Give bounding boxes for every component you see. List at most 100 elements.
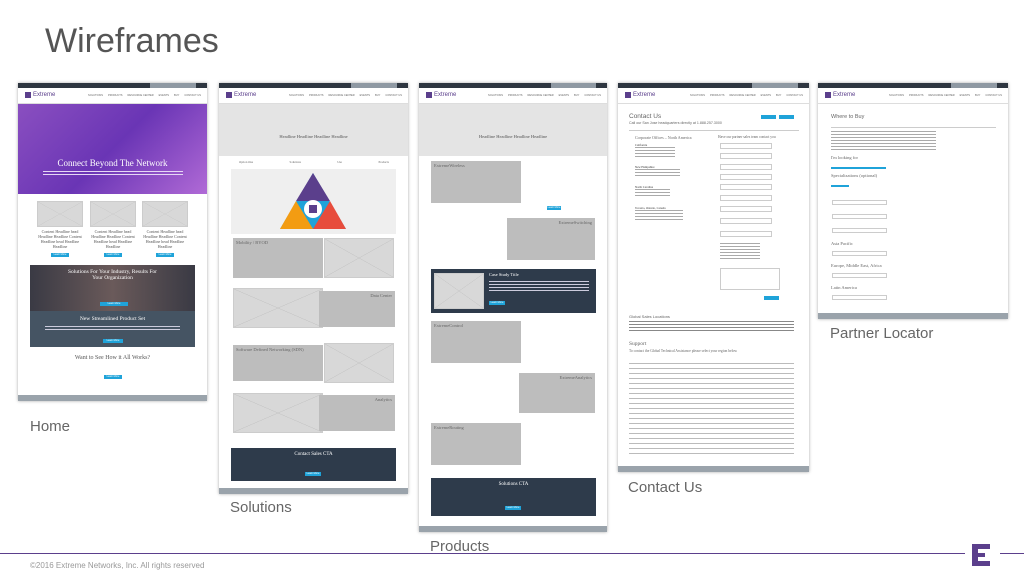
element: EVENTS xyxy=(760,94,772,97)
element: EVENTS xyxy=(558,94,570,97)
h: Specializations (optional) xyxy=(831,173,878,178)
element xyxy=(972,544,990,566)
element: BUY xyxy=(574,94,580,97)
element: Headline Headline Headline Headline xyxy=(219,104,408,156)
h: Toronto, Ontario, Canada xyxy=(635,206,666,210)
element: PRODUCTS xyxy=(709,94,725,97)
cta-button[interactable]: Learn More xyxy=(305,472,321,476)
txt: New Streamlined Product Set xyxy=(79,316,146,322)
lines xyxy=(831,131,936,151)
product-banner: New Streamlined Product Set Learn More xyxy=(30,311,195,347)
h: ExtremeWireless xyxy=(434,163,465,168)
industry-banner: Solutions For Your Industry, Results For… xyxy=(30,265,195,311)
element xyxy=(309,205,317,213)
h: Latin America xyxy=(831,285,857,290)
element: CONTACT US xyxy=(786,94,803,97)
h: Software Defined Networking (SDN) xyxy=(236,347,304,352)
banner-button[interactable]: Learn More xyxy=(100,302,128,306)
element: RESOURCE CENTER xyxy=(928,94,955,97)
txt: Solutions CTA xyxy=(498,482,529,487)
lines xyxy=(635,147,675,159)
sel xyxy=(832,273,887,278)
card-text: Content Headline head Headline Headline … xyxy=(143,229,187,249)
cta-button[interactable]: Learn More xyxy=(104,375,122,379)
nav-item[interactable]: CONTACT US xyxy=(184,94,201,97)
element: Extreme xyxy=(833,92,856,98)
footer-divider xyxy=(0,553,965,554)
nav-item[interactable]: BUY xyxy=(174,94,180,97)
ph xyxy=(324,343,394,383)
tab[interactable]: Products xyxy=(378,160,389,164)
topbar xyxy=(419,83,607,88)
lines xyxy=(635,189,670,198)
tab[interactable]: Option One xyxy=(239,160,254,164)
h: I'm looking for xyxy=(831,155,859,160)
sel xyxy=(832,295,887,300)
element: EVENTS xyxy=(959,94,971,97)
caption-solutions: Solutions xyxy=(230,499,292,516)
topbar xyxy=(618,83,809,88)
element: CONTACT US xyxy=(584,94,601,97)
wfoot xyxy=(818,313,1008,319)
element: Headline Headline Headline Headline xyxy=(419,104,607,156)
element: CONTACT US xyxy=(385,94,402,97)
field xyxy=(720,195,772,201)
element xyxy=(313,201,346,229)
card-button[interactable]: Learn More xyxy=(156,253,174,257)
lines xyxy=(635,169,680,178)
slide-title: Wireframes xyxy=(45,22,219,60)
tab[interactable]: Use xyxy=(337,160,343,164)
hero-title: Connect Beyond The Network xyxy=(57,158,168,168)
txt: Headline Headline Headline Headline xyxy=(478,134,548,139)
gbox: ExtremeRouting xyxy=(431,423,521,465)
nav-item[interactable]: RESOURCE CENTER xyxy=(127,94,154,97)
nav-item[interactable]: SOLUTIONS xyxy=(87,94,103,97)
lines xyxy=(831,185,849,187)
sel xyxy=(832,200,887,205)
field xyxy=(720,143,772,149)
banner-button[interactable]: Learn More xyxy=(103,339,123,343)
gbox: ExtremeControl xyxy=(431,321,521,363)
h: ExtremeRouting xyxy=(434,425,464,430)
field xyxy=(720,164,772,170)
tab[interactable]: Solutions xyxy=(289,160,301,164)
card-button[interactable]: Learn More xyxy=(51,253,69,257)
element xyxy=(825,92,831,98)
element: Extreme xyxy=(33,92,56,98)
sel xyxy=(832,251,887,256)
nav-item[interactable]: EVENTS xyxy=(158,94,170,97)
brand: Extreme xyxy=(625,92,655,98)
element xyxy=(25,92,31,98)
cta-title: Contact Sales CTA xyxy=(294,452,333,457)
gbox: ExtremeWireless xyxy=(431,161,521,203)
sel xyxy=(832,228,887,233)
card-button[interactable]: Learn More xyxy=(104,253,122,257)
element: PRODUCTS xyxy=(308,94,324,97)
gbox: Software Defined Networking (SDN) xyxy=(233,345,323,381)
main-nav: SOLUTIONS PRODUCTS RESOURCE CENTER EVENTS BU… xyxy=(88,94,201,97)
caption-products: Products xyxy=(430,538,490,555)
lines xyxy=(720,243,760,261)
caption-home: Home xyxy=(30,418,71,435)
h: Case Study Title xyxy=(489,272,519,277)
card-text: Content Headline head Headline Headline … xyxy=(38,229,82,249)
hero-title: Headline Headline Headline Headline xyxy=(279,134,348,139)
dark: Contact Sales CTA Learn More xyxy=(231,448,396,481)
nav-item[interactable]: PRODUCTS xyxy=(107,94,123,97)
btn xyxy=(779,115,794,119)
lines xyxy=(489,281,589,291)
brand: Extreme xyxy=(825,92,855,98)
element: Option One Solutions Use Products xyxy=(239,160,389,164)
caption-partner-locator: Partner Locator xyxy=(830,325,934,342)
lines xyxy=(45,326,180,331)
h: New Hampshire xyxy=(635,165,655,169)
page-title: Contact Us xyxy=(629,113,662,120)
brand: Extreme xyxy=(426,92,456,98)
card-text: Content Headline head Headline Headline … xyxy=(91,229,135,249)
cta-title: Want to See How it All Works? xyxy=(74,355,151,361)
